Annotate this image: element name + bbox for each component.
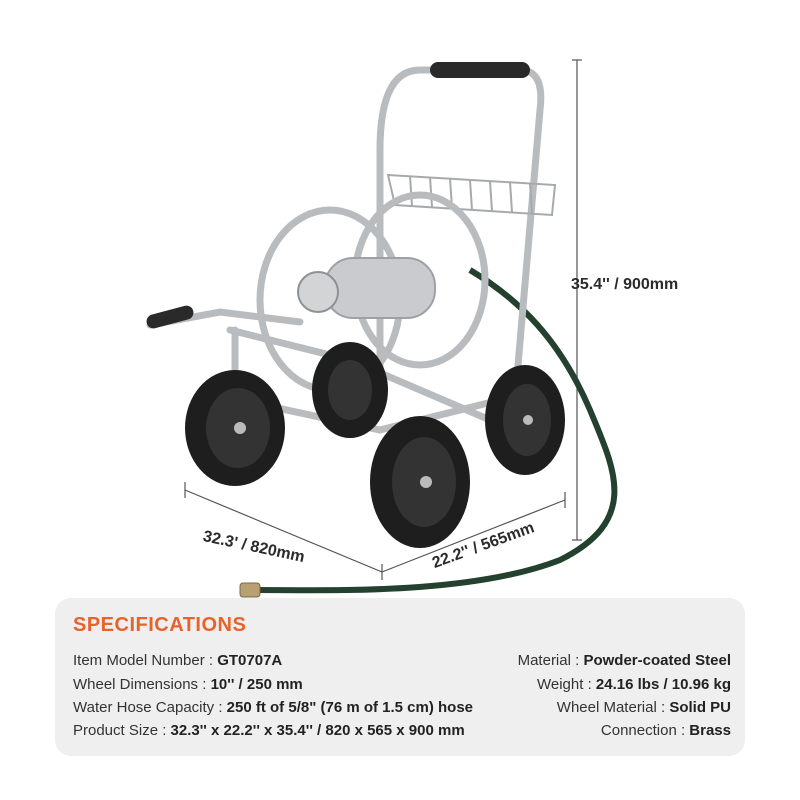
- spec-material: Material : Powder-coated Steel: [518, 652, 731, 669]
- spec-value: 10'' / 250 mm: [210, 676, 303, 693]
- spec-label: Wheel Material :: [556, 699, 670, 716]
- top-handle-grip: [430, 62, 530, 78]
- depth-dimension-line: [381, 499, 566, 573]
- hose-reel-cart-illustration: [146, 59, 618, 598]
- reel-hub: [297, 271, 339, 313]
- spec-value: 250 ft of 5/8" (76 m of 1.5 cm) hose: [226, 699, 474, 716]
- spec-weight: Weight : 24.16 lbs / 10.96 kg: [537, 676, 731, 693]
- spec-value: Brass: [689, 722, 731, 739]
- spec-wheel-dimensions: Wheel Dimensions : 10'' / 250 mm: [73, 676, 303, 693]
- wheel-front-left: [185, 370, 285, 486]
- spec-connection: Connection : Brass: [601, 722, 731, 739]
- hose-brass-connector: [239, 582, 261, 598]
- spec-label: Water Hose Capacity :: [73, 699, 227, 716]
- spec-water-hose-capacity: Water Hose Capacity : 250 ft of 5/8" (76…: [73, 699, 473, 716]
- specifications-card: SPECIFICATIONS Item Model Number : GT070…: [55, 598, 745, 756]
- spec-value: 32.3'' x 22.2'' x 35.4'' / 820 x 565 x 9…: [170, 722, 465, 739]
- spec-wheel-material: Wheel Material : Solid PU: [557, 699, 731, 716]
- spec-label: Wheel Dimensions :: [73, 676, 211, 693]
- height-dimension-label: 35.4'' / 900mm: [571, 276, 679, 293]
- crank-handle-grip: [146, 305, 194, 329]
- width-dimension-line: [184, 489, 383, 573]
- spec-value: 24.16 lbs / 10.96 kg: [595, 676, 731, 693]
- wheel-rear-right: [485, 365, 565, 475]
- spec-label: Connection :: [600, 722, 690, 739]
- dimension-lines: [184, 59, 582, 580]
- wire-basket: [386, 173, 557, 217]
- spec-label: Item Model Number :: [73, 652, 218, 669]
- spec-value: Powder-coated Steel: [583, 652, 731, 669]
- wheel-front-right: [370, 416, 470, 548]
- specifications-title: SPECIFICATIONS: [73, 614, 247, 636]
- reel-drum: [324, 257, 436, 319]
- spec-value: GT0707A: [217, 652, 283, 669]
- spec-label: Product Size :: [73, 722, 171, 739]
- spec-label: Weight :: [536, 676, 596, 693]
- garden-hose: [254, 267, 618, 594]
- wheel-rear-left: [312, 342, 388, 438]
- spec-item-model-number: Item Model Number : GT0707A: [73, 652, 282, 669]
- spec-label: Material :: [517, 652, 584, 669]
- spec-product-size: Product Size : 32.3'' x 22.2'' x 35.4'' …: [73, 722, 465, 739]
- spec-value: Solid PU: [669, 699, 731, 716]
